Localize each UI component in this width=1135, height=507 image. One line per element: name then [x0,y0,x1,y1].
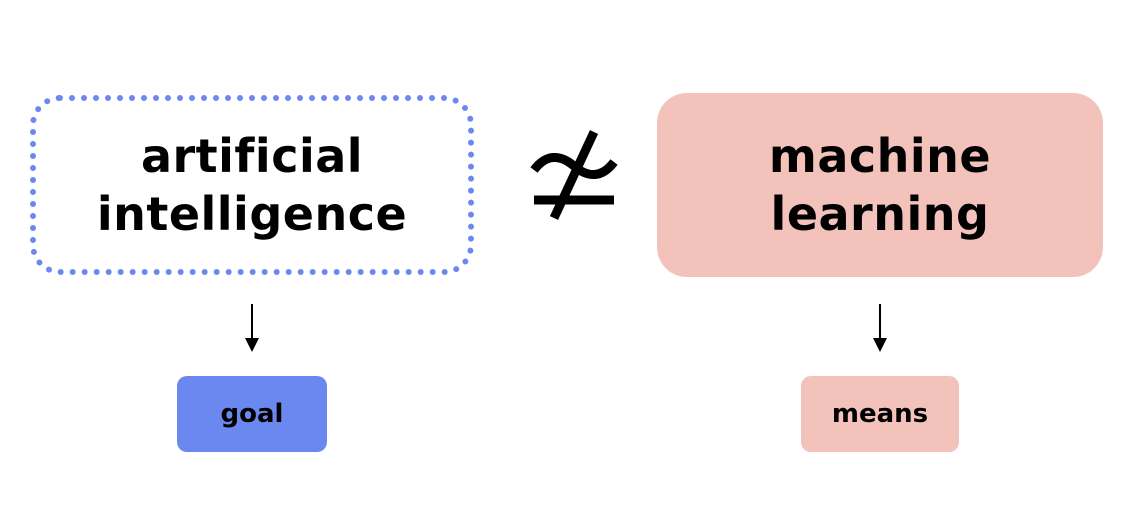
machine-learning-box: machine learning [657,93,1103,277]
ai-label-line-2: intelligence [96,187,408,241]
down-arrow-icon [245,304,259,352]
goal-badge: goal [177,376,327,452]
down-arrow-icon [873,304,887,352]
goal-label: goal [220,399,284,429]
means-badge: means [801,376,959,452]
means-label: means [831,399,929,429]
ai-label-line-1: artificial [140,129,364,183]
ml-label-line-1: machine [768,129,992,183]
artificial-intelligence-box: artificial intelligence [30,95,474,275]
not-approximately-equal-icon [530,130,618,220]
ml-label-line-2: learning [770,187,990,241]
